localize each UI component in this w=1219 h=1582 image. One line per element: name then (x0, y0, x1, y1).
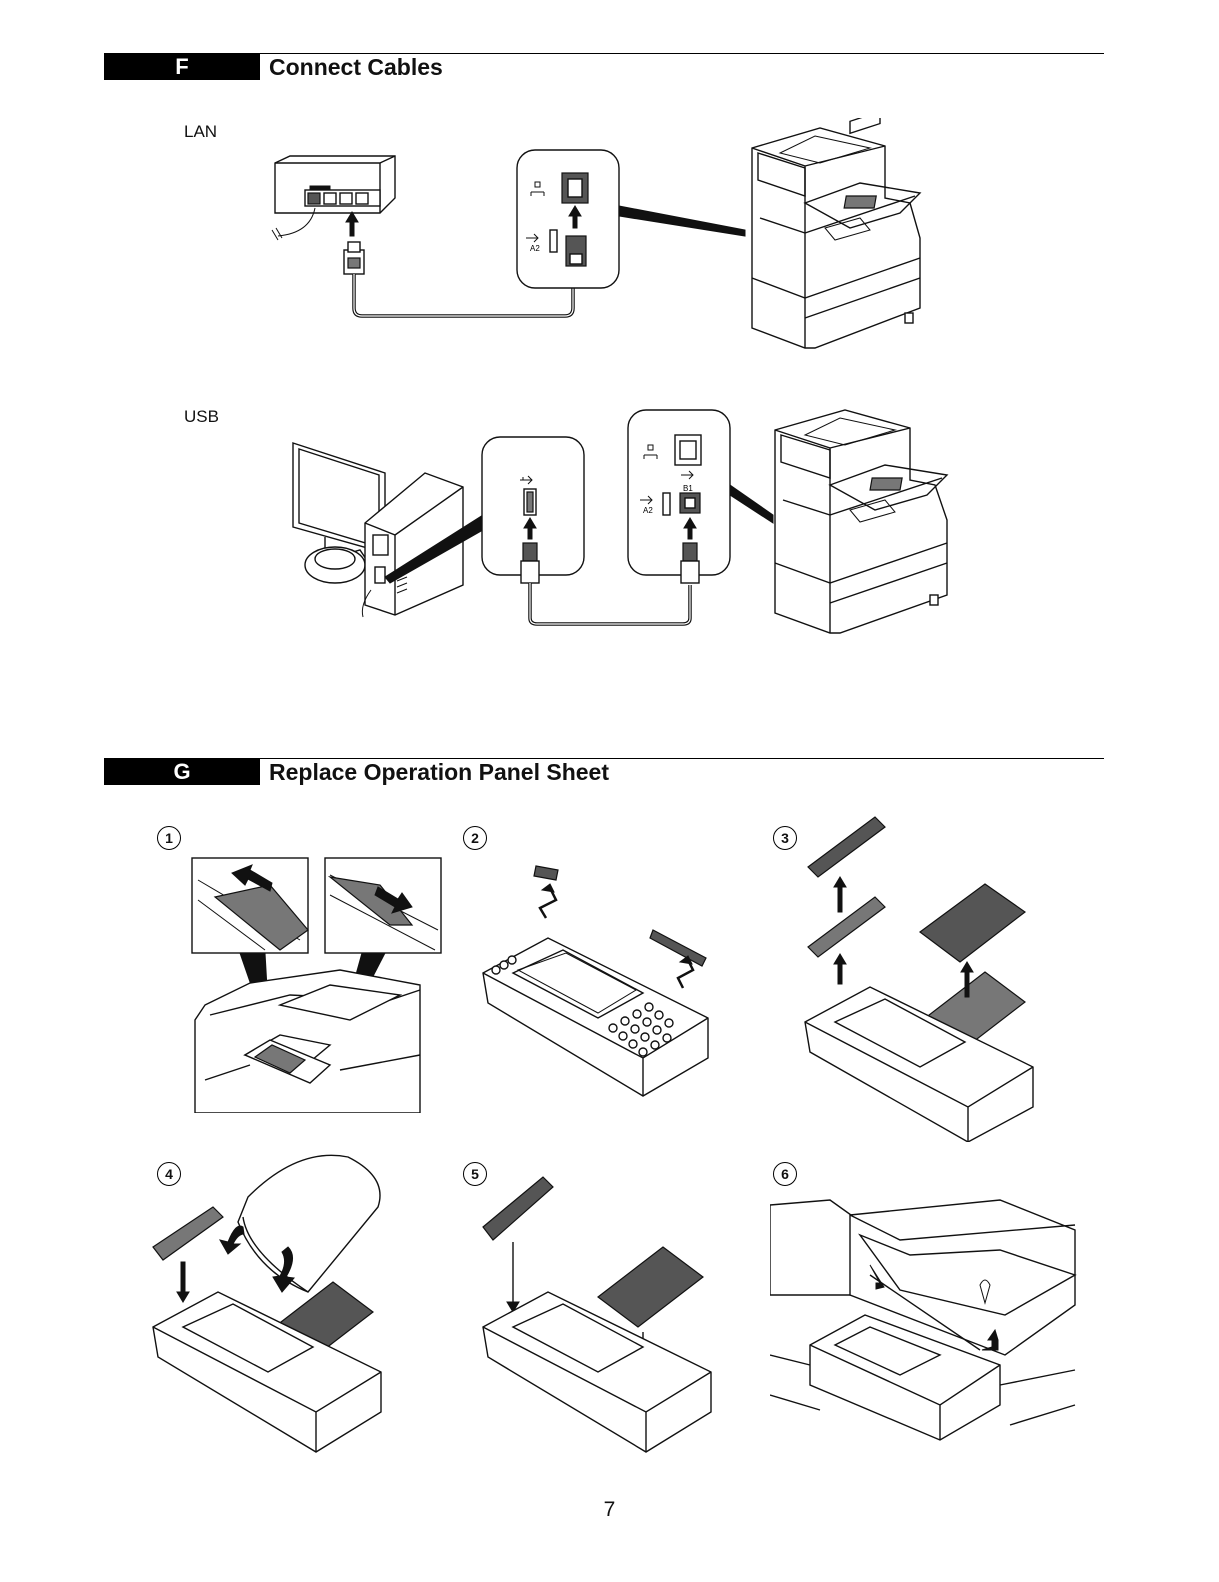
step-2-illustration (478, 858, 718, 1098)
port-label-a2: A2 (643, 506, 653, 515)
step-3-illustration (800, 812, 1040, 1142)
step-6-illustration (770, 1195, 1080, 1457)
step-number-6: 6 (773, 1162, 797, 1186)
step-1-illustration (190, 855, 445, 1113)
port-label-a2: A2 (530, 244, 540, 253)
section-letter: G (104, 759, 260, 785)
step-5-illustration (478, 1172, 718, 1462)
printer-usb-port-callout: B1 A2 (628, 410, 730, 583)
computer-usb-port-callout (482, 437, 584, 583)
step-number-3: 3 (773, 826, 797, 850)
usb-connection-illustration: B1 A2 (285, 405, 965, 640)
section-title: Connect Cables (269, 53, 443, 81)
step-number-2: 2 (463, 826, 487, 850)
step-4-illustration (148, 1152, 388, 1462)
step-number-1: 1 (157, 826, 181, 850)
lan-connection-illustration: A2 (260, 118, 960, 358)
lan-label: LAN (184, 122, 217, 142)
section-letter: F (104, 54, 260, 80)
lan-plug-icon (344, 242, 364, 274)
network-hub-icon (272, 156, 395, 240)
port-label-b1: B1 (683, 484, 693, 493)
section-f-header: F Connect Cables (104, 53, 1104, 81)
section-title: Replace Operation Panel Sheet (269, 758, 609, 786)
printer-mfp-icon (775, 410, 947, 633)
page-number: 7 (0, 1498, 1219, 1522)
section-g-header: G Replace Operation Panel Sheet (104, 758, 1104, 786)
printer-mfp-icon (752, 118, 920, 348)
usb-label: USB (184, 407, 219, 427)
lan-port-callout: A2 (517, 150, 619, 288)
